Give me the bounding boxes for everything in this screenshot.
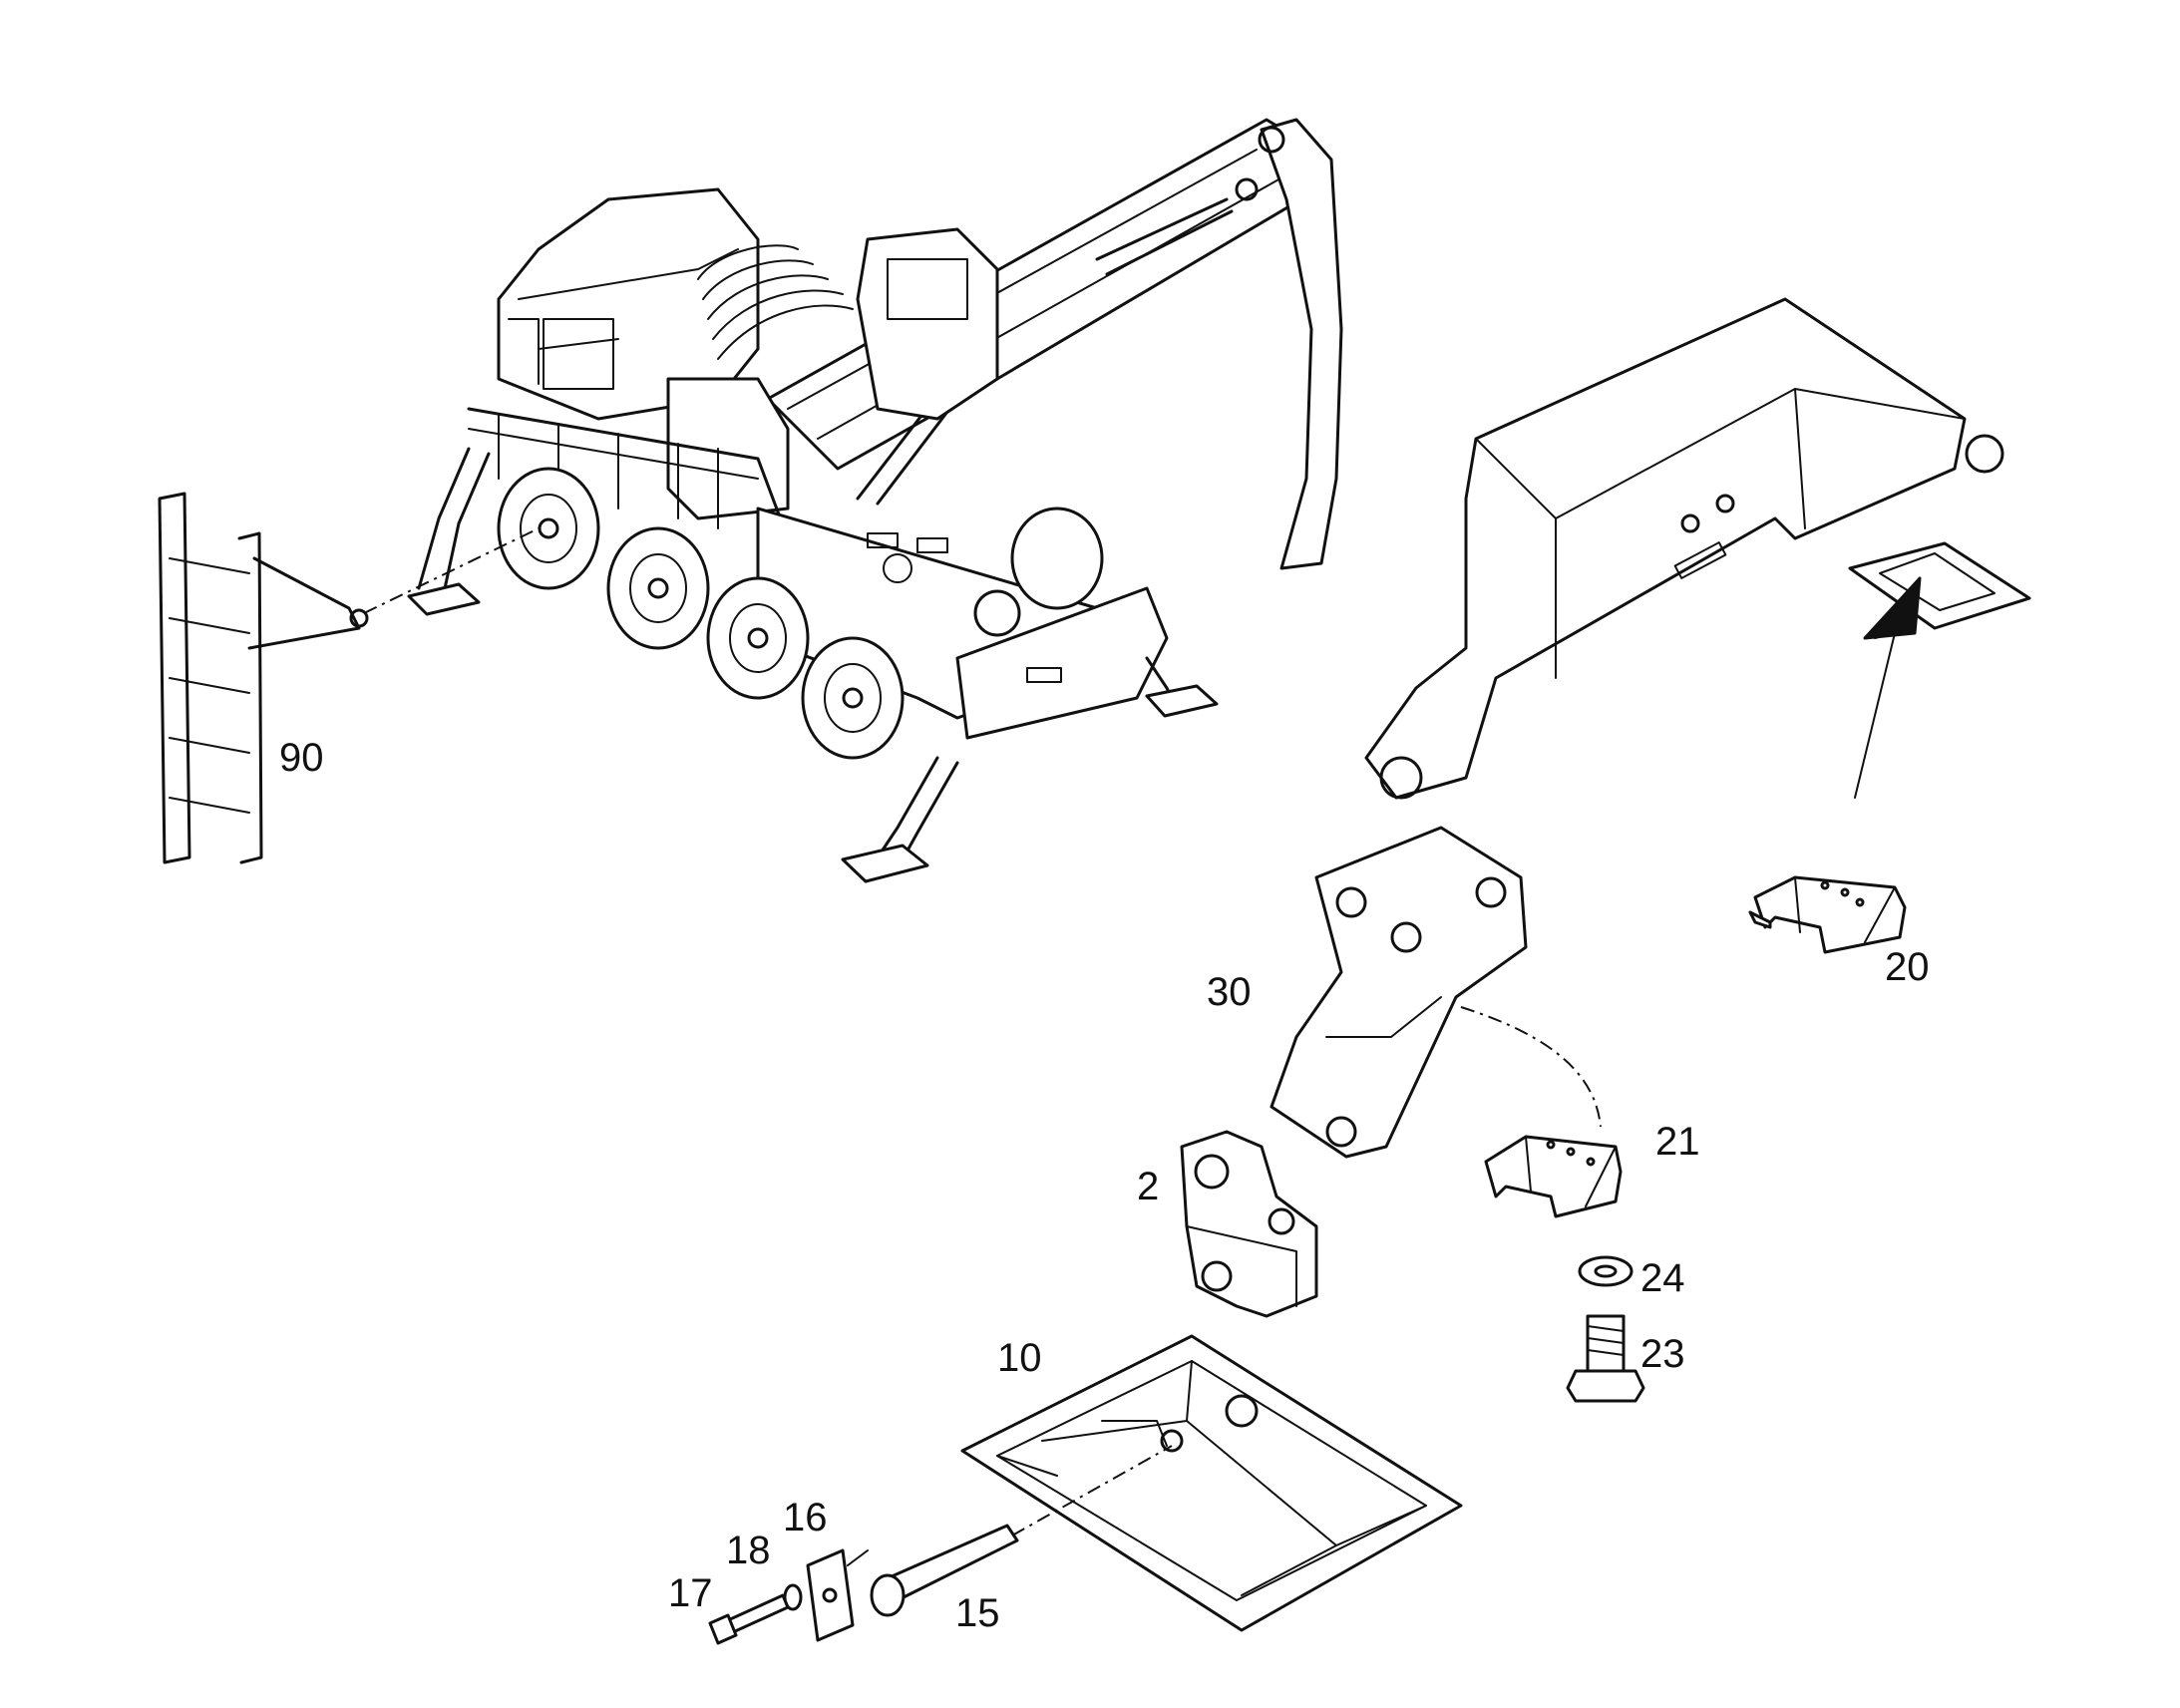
callout-21: 21 [1655, 1120, 1700, 1164]
wheels [497, 467, 1104, 760]
ladder-leader-line [363, 527, 540, 614]
link-leader-line [1460, 1006, 1602, 1128]
link-plate-part-30 [1270, 826, 1528, 1159]
callout-2: 2 [1137, 1165, 1160, 1208]
callout-15: 15 [955, 1591, 1000, 1635]
callout-30: 30 [1207, 970, 1252, 1014]
pin-part-15 [870, 1524, 1019, 1617]
bolt-part-17 [708, 1593, 790, 1645]
callout-24: 24 [1640, 1256, 1685, 1300]
base-pad-part-10 [960, 1334, 1463, 1632]
callout-23: 23 [1640, 1332, 1685, 1376]
callout-90: 90 [279, 736, 324, 780]
outrigger-arm [1364, 297, 2031, 800]
material-handler-machine [407, 118, 1343, 883]
callout-10: 10 [997, 1336, 1042, 1380]
callout-17: 17 [668, 1571, 713, 1615]
washer-part-24 [1578, 1255, 1634, 1287]
ladder-part [158, 492, 369, 864]
bracket-part-20 [1748, 875, 1907, 954]
bolt-part-23 [1566, 1314, 1645, 1403]
arrow-leader [1854, 632, 1896, 799]
bracket-part-21 [1484, 1135, 1623, 1218]
plate-leader-line [847, 1549, 869, 1566]
callout-16: 16 [783, 1496, 828, 1539]
plate-part-16 [806, 1548, 855, 1642]
callout-20: 20 [1885, 945, 1930, 989]
pivot-bracket-part-2 [1180, 1130, 1318, 1318]
pin-leader-line [1011, 1445, 1173, 1537]
callout-18: 18 [726, 1529, 771, 1572]
arrow-head [1863, 576, 1922, 640]
